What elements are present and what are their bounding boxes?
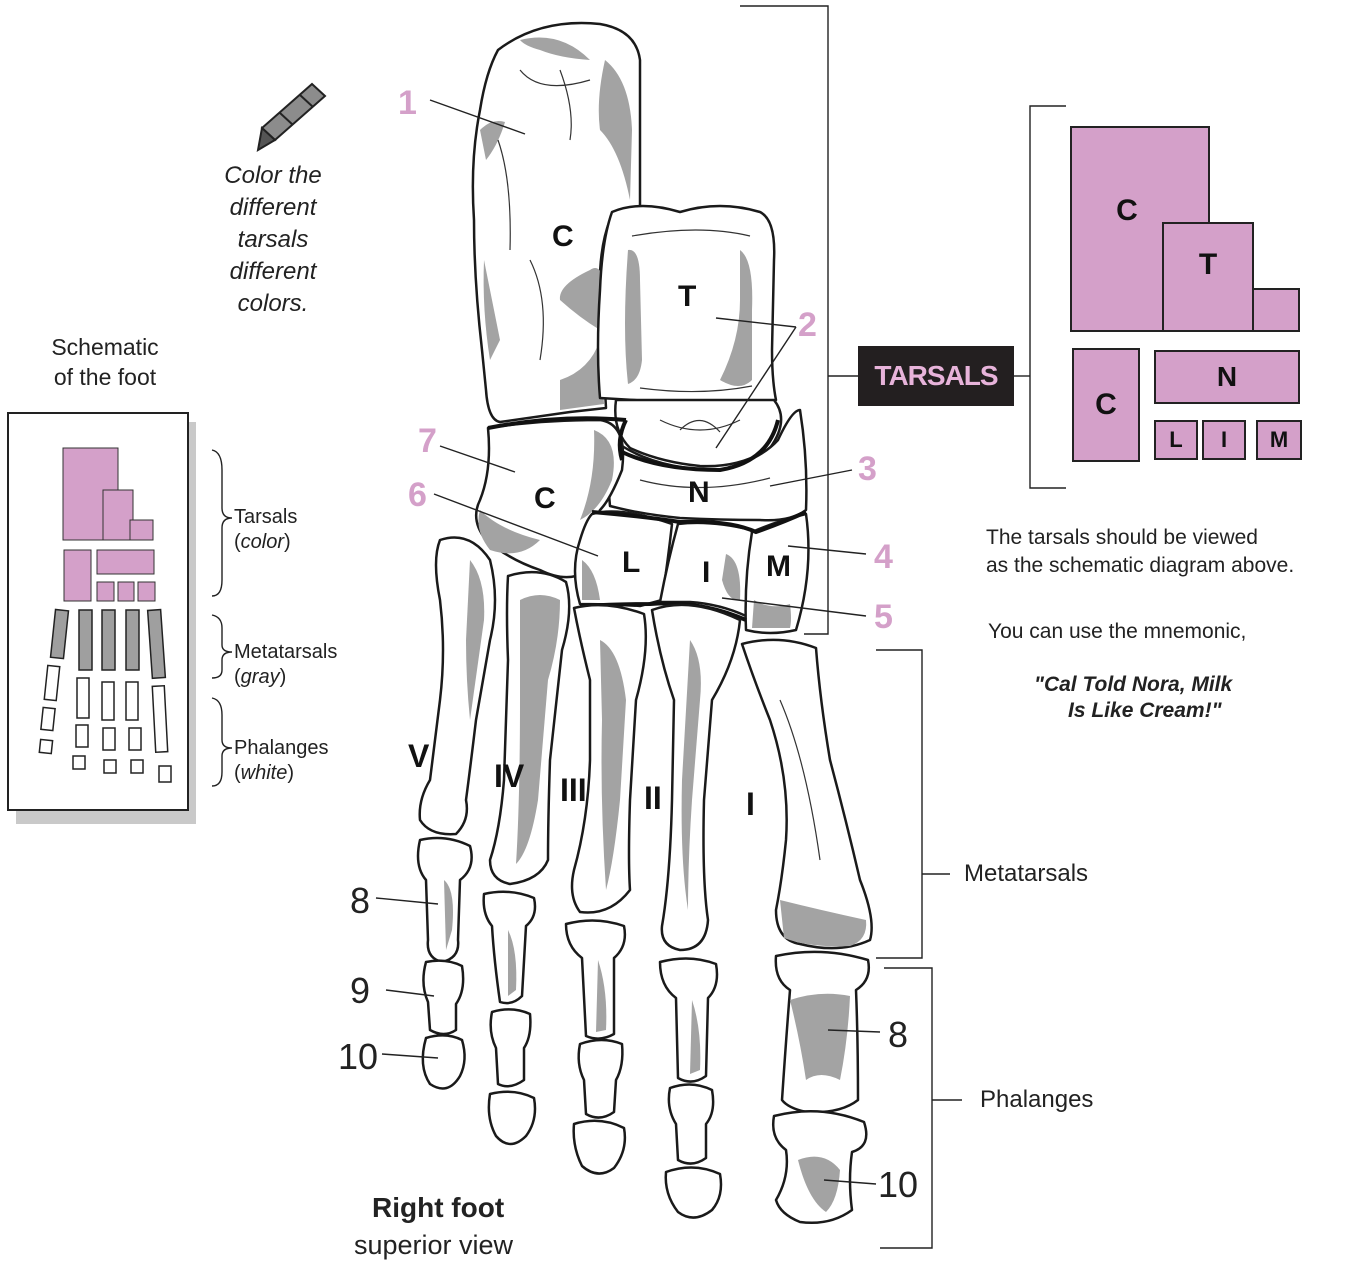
label-2: 2 xyxy=(798,306,817,345)
letter-calcaneus: C xyxy=(552,220,574,254)
view-note-line1: The tarsals should be viewed xyxy=(986,524,1294,552)
legend-phalanges: Phalanges (white) xyxy=(234,736,329,786)
tarsal-schematic-cuboid: C xyxy=(1072,348,1140,462)
crayon-icon xyxy=(258,84,325,150)
tarsal-schematic-talus: T xyxy=(1162,222,1254,332)
numeral-iv: IV xyxy=(494,758,524,795)
numeral-v: V xyxy=(408,738,429,775)
metatarsal-iv xyxy=(490,572,569,884)
foot-bones xyxy=(418,23,872,1223)
metatarsal-i xyxy=(742,640,872,948)
schematic-navicular xyxy=(97,550,154,574)
label-5: 5 xyxy=(874,598,893,637)
label-10-right: 10 xyxy=(878,1164,918,1206)
mnemonic-intro: You can use the mnemonic, xyxy=(988,618,1246,646)
region-phalanges: Phalanges xyxy=(980,1086,1093,1114)
label-10-left: 10 xyxy=(338,1036,378,1078)
schematic-title: Schematic of the foot xyxy=(20,332,190,392)
numeral-iii: III xyxy=(560,772,587,809)
letter-navicular: N xyxy=(688,476,710,510)
label-3: 3 xyxy=(858,450,877,489)
instruction-line: different xyxy=(198,256,348,288)
schematic-intermediate xyxy=(118,582,134,601)
legend-tarsals: Tarsals (color) xyxy=(234,505,297,555)
phalanges-bracket xyxy=(880,968,962,1248)
letter-talus: T xyxy=(678,280,696,314)
view-note: The tarsals should be viewed as the sche… xyxy=(986,524,1294,580)
letter-medial-cuneiform: M xyxy=(766,550,791,584)
schematic-lateral xyxy=(97,582,114,601)
schematic-talus xyxy=(103,490,133,540)
schematic-title-line1: Schematic xyxy=(20,332,190,362)
label-1: 1 xyxy=(398,84,417,123)
legend-phalanges-hint: (white) xyxy=(234,761,329,786)
talus xyxy=(598,206,781,466)
mnemonic-line1: "Cal Told Nora, Milk xyxy=(1034,672,1232,698)
tarsals-tag: TARSALS xyxy=(858,346,1014,406)
caption-subtitle: superior view xyxy=(354,1230,513,1261)
legend-metatarsals: Metatarsals (gray) xyxy=(234,640,337,690)
schematic-title-line2: of the foot xyxy=(20,362,190,392)
legend-metatarsals-label: Metatarsals xyxy=(234,640,337,665)
letter-intermediate-cuneiform: I xyxy=(702,556,710,590)
region-metatarsals: Metatarsals xyxy=(964,860,1088,888)
label-8-left: 8 xyxy=(350,880,370,922)
legend-metatarsals-hint: (gray) xyxy=(234,665,337,690)
phalanges-ii xyxy=(660,958,721,1217)
tarsal-schematic-talus-tail xyxy=(1248,288,1300,332)
label-8-right: 8 xyxy=(888,1014,908,1056)
tarsal-schematic-navicular: N xyxy=(1154,350,1300,404)
schematic-bracket xyxy=(1014,106,1066,488)
label-9-left: 9 xyxy=(350,970,370,1012)
caption-title: Right foot xyxy=(372,1192,504,1224)
label-4: 4 xyxy=(874,538,893,577)
schematic-panel xyxy=(8,413,232,824)
tarsal-schematic-medial: M xyxy=(1256,420,1302,460)
metatarsals-bracket xyxy=(876,650,950,958)
metatarsal-ii xyxy=(652,605,740,950)
legend-tarsals-hint: (color) xyxy=(234,530,297,555)
label-7: 7 xyxy=(418,422,437,461)
instruction-line: colors. xyxy=(198,288,348,320)
schematic-medial xyxy=(138,582,155,601)
metatarsal-v xyxy=(420,538,495,835)
instruction-line: Color the xyxy=(198,160,348,192)
phalanges-iii xyxy=(566,920,625,1173)
metatarsal-iii xyxy=(572,605,646,912)
legend-tarsals-label: Tarsals xyxy=(234,505,297,530)
instruction-note: Color the different tarsals different co… xyxy=(198,160,348,320)
schematic-talus-tail xyxy=(130,520,153,540)
mnemonic-line2: Is Like Cream!" xyxy=(1068,698,1222,724)
letter-cuboid: C xyxy=(534,482,556,516)
letter-lateral-cuneiform: L xyxy=(622,546,640,580)
tarsal-schematic-lateral: L xyxy=(1154,420,1198,460)
view-note-line2: as the schematic diagram above. xyxy=(986,552,1294,580)
tarsal-schematic-intermediate: I xyxy=(1202,420,1246,460)
phalanges-v xyxy=(418,838,472,1089)
legend-phalanges-label: Phalanges xyxy=(234,736,329,761)
numeral-i: I xyxy=(746,786,755,823)
instruction-line: tarsals xyxy=(198,224,348,256)
label-6: 6 xyxy=(408,476,427,515)
phalanges-iv xyxy=(484,892,535,1144)
numeral-ii: II xyxy=(644,780,662,817)
schematic-cuboid xyxy=(64,550,91,601)
instruction-line: different xyxy=(198,192,348,224)
